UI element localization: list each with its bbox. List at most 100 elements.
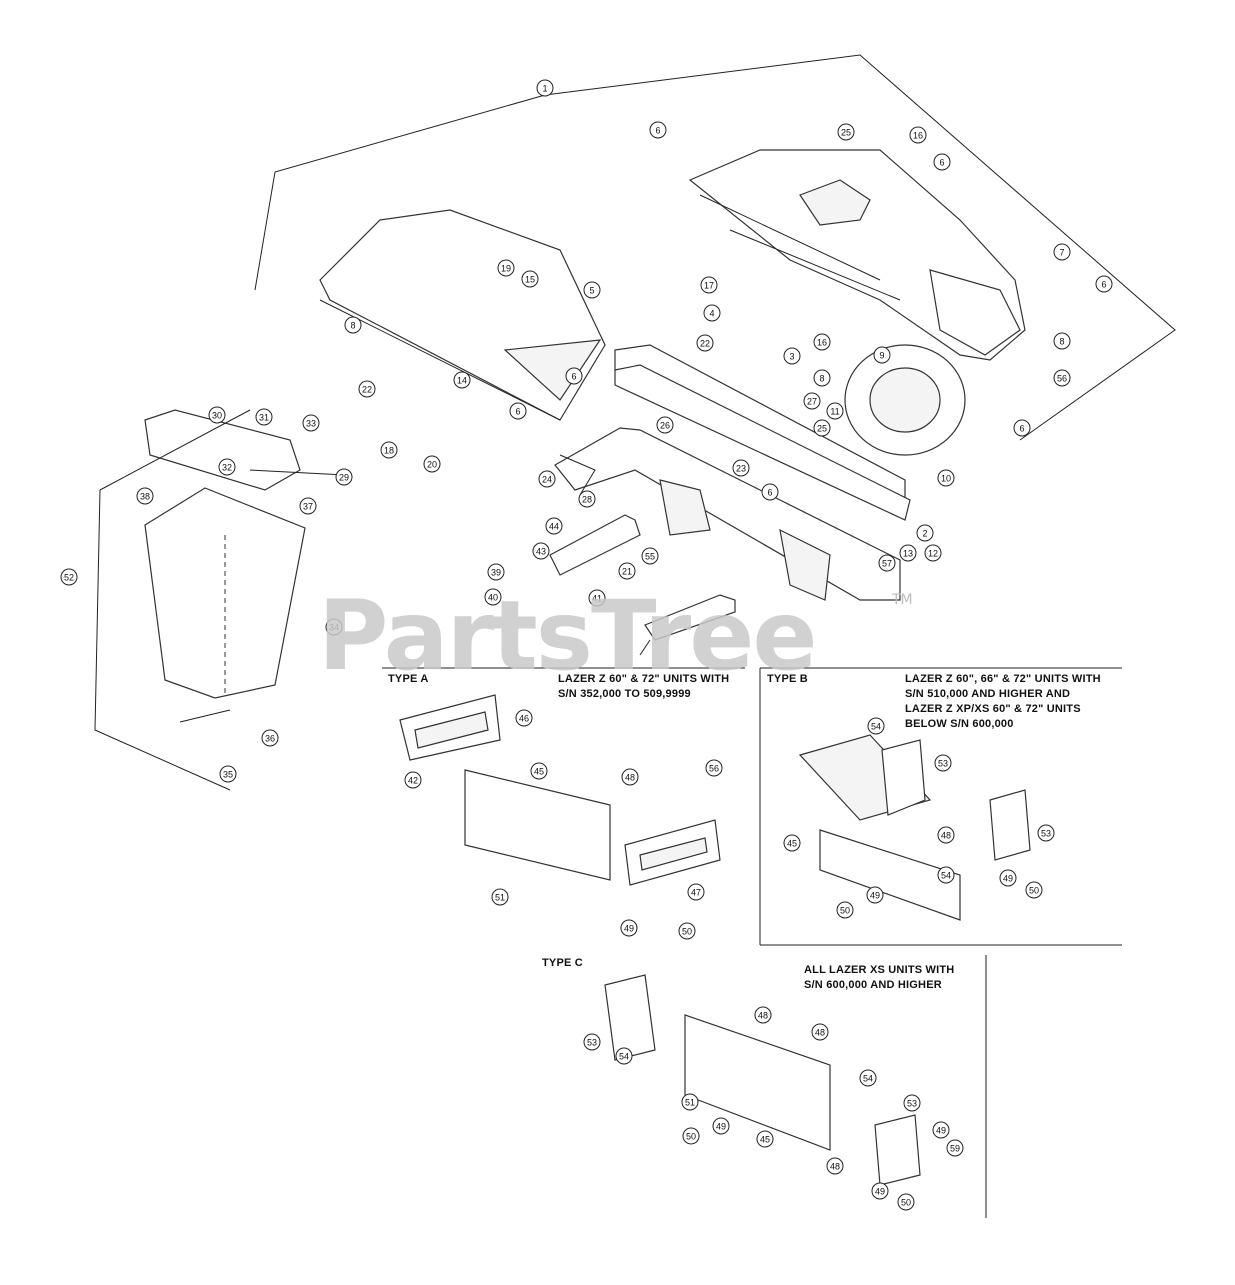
- svg-text:57: 57: [882, 559, 892, 569]
- svg-text:17: 17: [704, 281, 714, 291]
- callout-48: 48: [754, 1006, 772, 1024]
- svg-text:3: 3: [789, 352, 794, 362]
- callout-8: 8: [1053, 332, 1071, 350]
- callout-48: 48: [621, 768, 639, 786]
- svg-text:49: 49: [936, 1126, 946, 1136]
- svg-text:49: 49: [1003, 874, 1013, 884]
- svg-text:32: 32: [222, 463, 232, 473]
- svg-text:31: 31: [259, 413, 269, 423]
- callout-45: 45: [530, 762, 548, 780]
- callout-29: 29: [335, 468, 353, 486]
- svg-text:8: 8: [819, 374, 824, 384]
- watermark: PartsTree: [318, 580, 817, 692]
- callout-56: 56: [705, 759, 723, 777]
- callout-33: 33: [302, 414, 320, 432]
- svg-text:53: 53: [938, 759, 948, 769]
- callout-34: 34: [325, 618, 343, 636]
- svg-text:48: 48: [815, 1028, 825, 1038]
- svg-text:20: 20: [427, 460, 437, 470]
- svg-text:50: 50: [682, 927, 692, 937]
- callout-55: 55: [641, 547, 659, 565]
- svg-text:44: 44: [549, 522, 559, 532]
- callout-42: 42: [404, 771, 422, 789]
- svg-text:6: 6: [515, 407, 520, 417]
- svg-text:49: 49: [716, 1122, 726, 1132]
- callout-43: 43: [532, 542, 550, 560]
- svg-text:45: 45: [787, 839, 797, 849]
- callout-4: 4: [703, 304, 721, 322]
- callout-6: 6: [1095, 275, 1113, 293]
- svg-text:24: 24: [542, 475, 552, 485]
- callout-49: 49: [620, 919, 638, 937]
- callout-54: 54: [859, 1069, 877, 1087]
- callout-11: 11: [826, 402, 844, 420]
- callout-12: 12: [924, 544, 942, 562]
- callout-8: 8: [344, 316, 362, 334]
- callout-48: 48: [937, 826, 955, 844]
- callout-2: 2: [916, 524, 934, 542]
- callout-53: 53: [934, 754, 952, 772]
- callout-15: 15: [521, 270, 539, 288]
- svg-text:11: 11: [830, 407, 839, 417]
- callout-49: 49: [866, 886, 884, 904]
- svg-text:54: 54: [619, 1052, 629, 1062]
- svg-text:18: 18: [384, 446, 394, 456]
- callout-6: 6: [761, 483, 779, 501]
- svg-text:48: 48: [941, 831, 951, 841]
- callout-53: 53: [1037, 824, 1055, 842]
- callout-50: 50: [682, 1127, 700, 1145]
- callout-16: 16: [909, 126, 927, 144]
- callout-53: 53: [583, 1033, 601, 1051]
- svg-text:12: 12: [928, 549, 938, 559]
- callout-6: 6: [565, 367, 583, 385]
- callout-49: 49: [999, 869, 1017, 887]
- svg-text:43: 43: [536, 547, 546, 557]
- svg-text:55: 55: [645, 552, 655, 562]
- svg-text:49: 49: [875, 1187, 885, 1197]
- svg-text:40: 40: [488, 593, 498, 603]
- svg-text:50: 50: [901, 1198, 911, 1208]
- callout-7: 7: [1053, 243, 1071, 261]
- callout-10: 10: [937, 469, 955, 487]
- callout-54: 54: [937, 866, 955, 884]
- callout-47: 47: [687, 883, 705, 901]
- callout-25: 25: [837, 123, 855, 141]
- type-a-label: TYPE A: [388, 673, 429, 685]
- callout-27: 27: [803, 392, 821, 410]
- svg-text:45: 45: [534, 767, 544, 777]
- svg-text:50: 50: [686, 1132, 696, 1142]
- callout-36: 36: [261, 729, 279, 747]
- svg-text:53: 53: [907, 1099, 917, 1109]
- svg-text:34: 34: [329, 623, 339, 633]
- callout-49: 49: [932, 1121, 950, 1139]
- svg-text:26: 26: [660, 421, 670, 431]
- type-a-description: LAZER Z 60" & 72" UNITS WITH S/N 352,000…: [558, 673, 730, 700]
- callout-48: 48: [811, 1023, 829, 1041]
- svg-text:37: 37: [303, 502, 313, 512]
- callout-18: 18: [380, 441, 398, 459]
- callout-24: 24: [538, 470, 556, 488]
- callout-41: 41: [588, 589, 606, 607]
- svg-text:46: 46: [519, 714, 529, 724]
- svg-text:15: 15: [525, 275, 535, 285]
- svg-text:59: 59: [950, 1144, 960, 1154]
- svg-text:19: 19: [501, 264, 511, 274]
- callout-45: 45: [756, 1130, 774, 1148]
- svg-text:38: 38: [140, 492, 150, 502]
- svg-text:48: 48: [830, 1162, 840, 1172]
- callout-35: 35: [219, 765, 237, 783]
- svg-text:48: 48: [758, 1011, 768, 1021]
- callout-26: 26: [656, 416, 674, 434]
- svg-text:56: 56: [1057, 374, 1067, 384]
- type-b-description: LAZER Z 60", 66" & 72" UNITS WITH S/N 51…: [905, 673, 1101, 730]
- svg-text:36: 36: [265, 734, 275, 744]
- svg-text:22: 22: [700, 339, 710, 349]
- svg-text:30: 30: [212, 411, 222, 421]
- callout-3: 3: [783, 347, 801, 365]
- svg-text:51: 51: [685, 1098, 695, 1108]
- callout-53: 53: [903, 1094, 921, 1112]
- callout-13: 13: [899, 544, 917, 562]
- svg-text:21: 21: [622, 567, 632, 577]
- svg-text:22: 22: [362, 385, 372, 395]
- callout-32: 32: [218, 458, 236, 476]
